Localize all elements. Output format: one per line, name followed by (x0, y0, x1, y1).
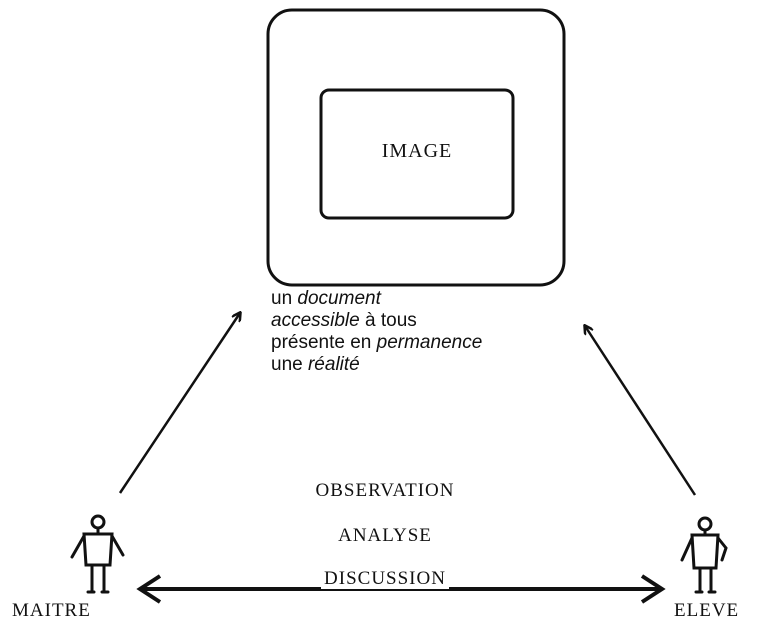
arrow-maitre-eleve (136, 574, 666, 604)
image-outer-frame (266, 8, 566, 287)
maitre-label: MAITRE (12, 600, 91, 621)
arrow-eleve-to-image (585, 326, 697, 496)
eleve-label: ELEVE (674, 600, 740, 621)
discussion-label: DISCUSSION (321, 568, 449, 589)
caption-line-3: présente en permanence (271, 332, 483, 353)
image-caption: un document accessible à tous présente e… (271, 288, 482, 376)
image-label: IMAGE (381, 140, 453, 162)
caption-line-1: un document (271, 288, 381, 309)
maitre-figure-icon (70, 514, 125, 594)
observation-label: OBSERVATION (315, 480, 455, 501)
caption-line-4: une réalité (271, 354, 360, 375)
eleve-figure-icon (680, 516, 728, 594)
image-inner-frame (319, 88, 515, 220)
discussion-label-wrap: DISCUSSION (250, 568, 520, 590)
analyse-label: ANALYSE (338, 525, 432, 546)
caption-line-2: accessible à tous (271, 310, 417, 331)
arrow-maitre-to-image (118, 313, 240, 494)
